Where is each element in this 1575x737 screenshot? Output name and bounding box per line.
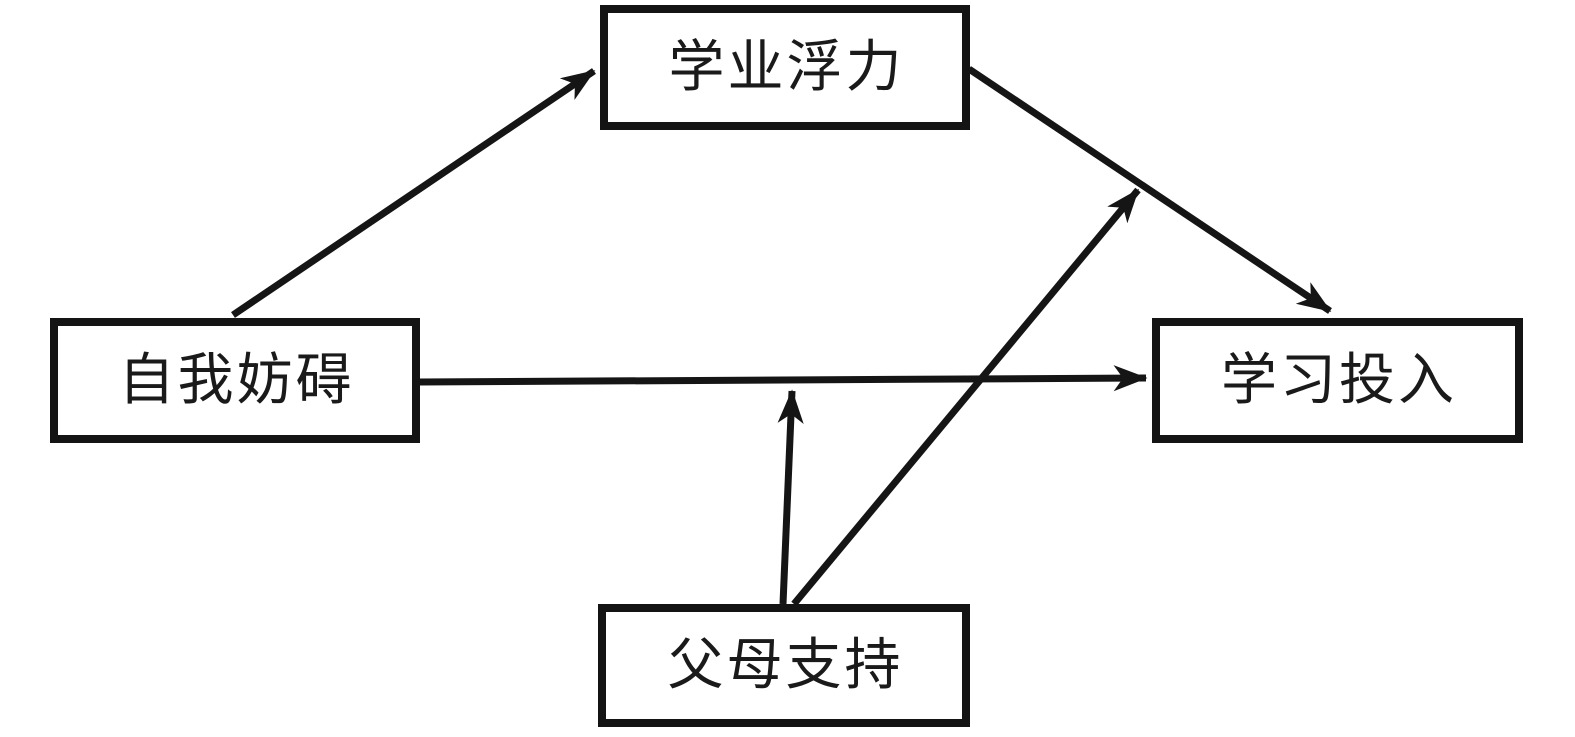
edge-parental-support-moderates-buoyancy-path	[791, 187, 1141, 607]
node-label-parental-support: 父母支持	[667, 634, 904, 697]
edge-self-handicapping-to-learning-engagement	[419, 365, 1148, 392]
node-label-self-handicapping: 自我妨碍	[118, 349, 355, 412]
node-label-learning-engagement: 学习投入	[1221, 349, 1457, 412]
edge-parental-support-moderates-direct-path	[777, 389, 804, 605]
node-learning-engagement: 学习投入	[1152, 318, 1523, 443]
edge-self-handicapping-to-academic-buoyancy	[231, 68, 596, 318]
node-academic-buoyancy: 学业浮力	[600, 5, 970, 130]
node-label-academic-buoyancy: 学业浮力	[668, 36, 905, 99]
node-self-handicapping: 自我妨碍	[50, 318, 420, 443]
edge-academic-buoyancy-to-learning-engagement	[967, 66, 1332, 314]
node-parental-support: 父母支持	[598, 604, 970, 727]
